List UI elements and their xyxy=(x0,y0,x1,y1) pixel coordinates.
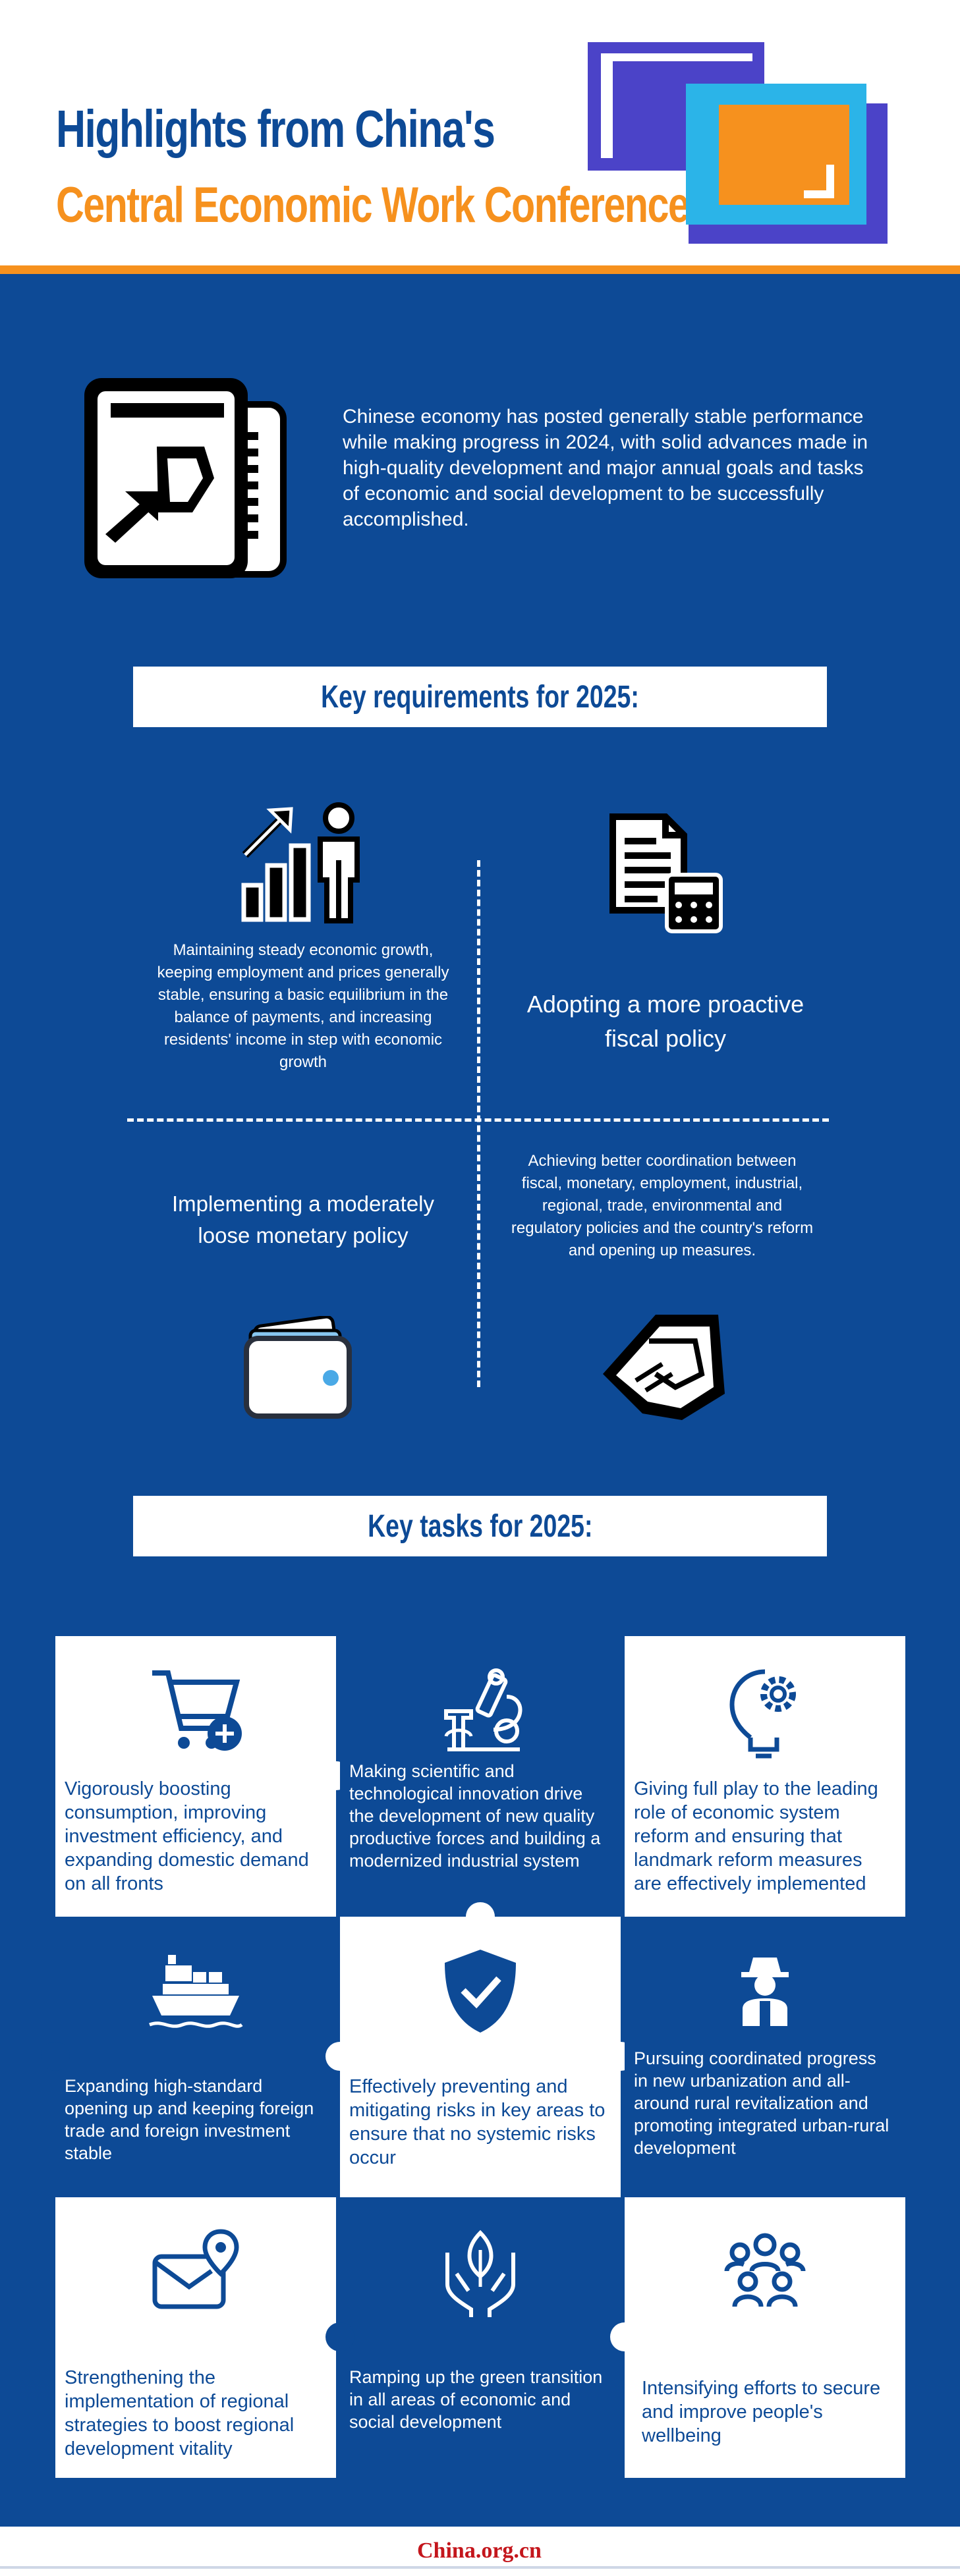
handshake-icon xyxy=(603,1315,725,1420)
lightbulb-gear-icon xyxy=(729,1669,796,1759)
task-8-text: Ramping up the green transition in all a… xyxy=(349,2367,603,2432)
grid-divider-vertical xyxy=(477,860,480,1387)
puzzle-knob xyxy=(610,2322,639,2351)
task-tile-4: Expanding high-standard opening up and k… xyxy=(41,1917,336,2197)
task-tile-5: Effectively preventing and mitigating ri… xyxy=(325,1902,635,2197)
hands-leaf-icon xyxy=(445,2230,515,2317)
wallet-icon xyxy=(244,1316,352,1419)
header: Highlights from China's Central Economic… xyxy=(0,0,960,267)
growth-person-icon xyxy=(241,802,360,923)
people-group-icon xyxy=(724,2233,806,2307)
grid-divider-horizontal xyxy=(127,1118,829,1122)
task-4-text: Expanding high-standard opening up and k… xyxy=(65,2076,314,2163)
china-org-logo[interactable]: China.org.cn xyxy=(417,2538,542,2563)
requirements-heading: Key requirements for 2025: xyxy=(133,667,827,727)
requirements-heading-text: Key requirements for 2025: xyxy=(321,679,639,715)
farmer-icon xyxy=(741,1958,789,2026)
documents-calculator-icon xyxy=(609,813,723,933)
puzzle-knob xyxy=(325,2322,354,2351)
title-line-1: Highlights from China's xyxy=(56,99,495,158)
intro-text: Chinese economy has posted generally sta… xyxy=(343,406,868,530)
task-5-text: Effectively preventing and mitigating ri… xyxy=(349,2076,606,2168)
requirement-2-text: Adopting a more proactive fiscal policy xyxy=(526,991,805,1052)
task-tile-3: Giving full play to the leading role of … xyxy=(625,1636,905,1917)
mail-location-icon xyxy=(152,2229,239,2309)
cargo-ship-icon xyxy=(149,1955,243,2028)
task-tile-8: Ramping up the green transition in all a… xyxy=(325,2197,621,2478)
header-rule xyxy=(0,265,960,274)
task-tile-2: Making scientific and technological inno… xyxy=(340,1636,621,1917)
requirement-3-text: Implementing a moderately loose monetary… xyxy=(171,1192,435,1247)
footer-rule xyxy=(0,2566,960,2569)
task-tile-9: Intensifying efforts to secure and impro… xyxy=(610,2197,905,2478)
puzzle-knob xyxy=(41,2042,70,2071)
task-tile-7: Strengthening the implementation of regi… xyxy=(55,2197,336,2478)
main-panel: Chinese economy has posted generally sta… xyxy=(0,274,960,2527)
tasks-heading-text: Key tasks for 2025: xyxy=(367,1508,593,1544)
task-1-text: Vigorously boosting consumption, improvi… xyxy=(65,1778,309,1894)
puzzle-knob xyxy=(325,2042,354,2071)
task-2-text: Making scientific and technological inno… xyxy=(349,1761,601,1871)
microscope-icon xyxy=(444,1668,522,1751)
decorative-squares xyxy=(588,42,888,244)
requirement-4-text: Achieving better coordination between fi… xyxy=(511,1152,814,1259)
task-9-text: Intensifying efforts to secure and impro… xyxy=(642,2378,881,2446)
task-6-text: Pursuing coordinated progress in new urb… xyxy=(634,2048,889,2158)
task-7-text: Strengthening the implementation of regi… xyxy=(65,2367,295,2459)
task-tile-1: Vigorously boosting consumption, improvi… xyxy=(55,1636,351,1917)
title-line-2: Central Economic Work Conference xyxy=(56,177,690,233)
shield-check-icon xyxy=(445,1950,516,2033)
task-tile-6: Pursuing coordinated progress in new urb… xyxy=(625,1917,905,2197)
requirement-1-text: Maintaining steady economic growth, keep… xyxy=(157,941,449,1071)
puzzle-knob xyxy=(466,1902,495,1931)
shopping-cart-add-icon xyxy=(152,1670,242,1751)
footer: China.org.cn xyxy=(0,2527,960,2576)
tasks-heading: Key tasks for 2025: xyxy=(133,1496,827,1556)
task-3-text: Giving full play to the leading role of … xyxy=(634,1778,878,1894)
newspaper-icon xyxy=(84,378,287,578)
